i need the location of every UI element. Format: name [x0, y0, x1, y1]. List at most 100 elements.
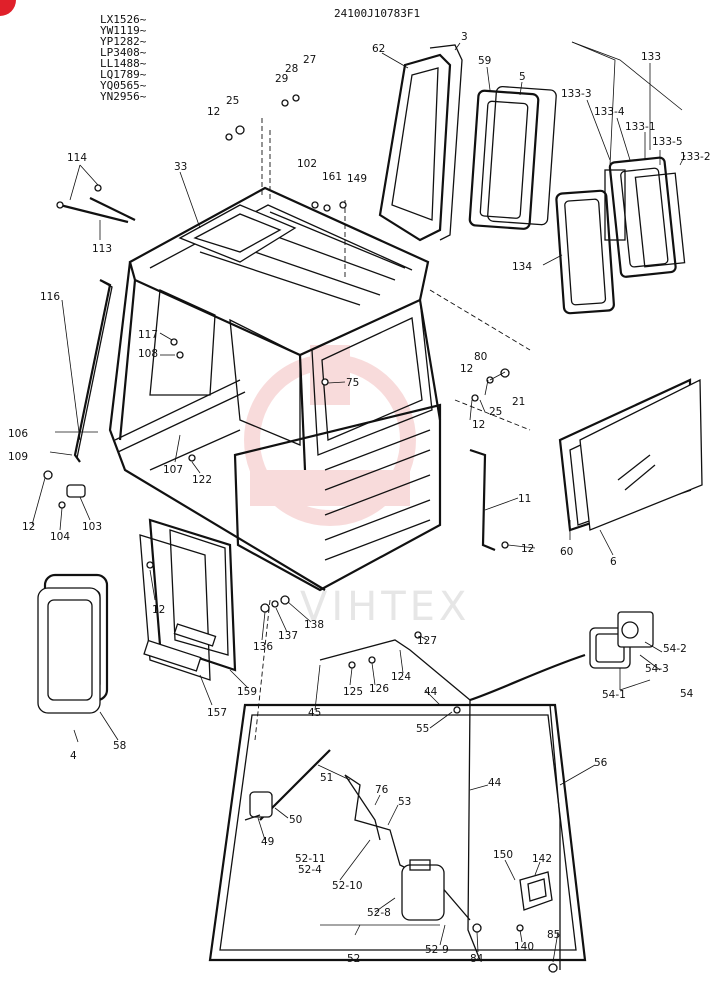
sliding-window-133	[604, 156, 686, 278]
hand-rail-116-inner	[76, 281, 113, 459]
callout-29: 29	[275, 73, 288, 85]
callout-49: 49	[261, 836, 274, 848]
callout-150: 150	[493, 849, 513, 861]
callout-159: 159	[237, 686, 257, 698]
serial-6: LQ1789~	[100, 68, 147, 81]
callout-12-pipe: 12	[521, 543, 534, 555]
door-glass-58	[37, 573, 109, 714]
callout-133-1: 133-1	[625, 121, 656, 133]
callout-55: 55	[416, 723, 429, 735]
callout-117: 117	[138, 329, 158, 341]
callout-54-1: 54-1	[602, 689, 626, 701]
callout-21: 21	[512, 396, 525, 408]
serial-1: LX1526~	[100, 13, 147, 26]
serial-3: YP1282~	[100, 35, 147, 48]
callout-54-2: 54-2	[663, 643, 687, 655]
callout-56: 56	[594, 757, 608, 769]
callout-12-rt1: 12	[460, 363, 473, 375]
callout-50: 50	[289, 814, 302, 826]
callout-126: 126	[369, 683, 389, 695]
guide-lines	[254, 118, 531, 741]
callout-133-4: 133-4	[594, 106, 625, 118]
callout-58: 58	[113, 740, 126, 752]
callout-12-left: 12	[22, 521, 35, 533]
serial-2: YW1119~	[100, 24, 147, 37]
callout-136: 136	[253, 641, 273, 653]
callout-51: 51	[320, 772, 333, 784]
serial-8: YN2956~	[100, 90, 147, 103]
callout-5: 5	[519, 71, 526, 83]
corner-badge	[0, 0, 16, 16]
pipe-11	[469, 448, 496, 552]
front-window-frame	[208, 703, 587, 962]
callout-134: 134	[512, 261, 532, 273]
watermark-logo	[244, 345, 416, 526]
callout-116: 116	[40, 291, 60, 303]
callout-85: 85	[547, 929, 560, 941]
callout-12-rt2: 12	[472, 419, 485, 431]
callout-52: 52	[347, 953, 360, 965]
callout-44-lower: 44	[488, 777, 502, 789]
callout-84: 84	[470, 953, 484, 965]
callout-133-5: 133-5	[652, 136, 683, 148]
callout-44-upper: 44	[424, 686, 438, 698]
callout-108: 108	[138, 348, 158, 360]
callout-4: 4	[70, 750, 77, 762]
callout-124: 124	[391, 671, 411, 683]
callout-3: 3	[461, 31, 468, 43]
side-glass-60	[558, 378, 703, 532]
wiper-assembly	[244, 749, 471, 921]
callout-52-4: 52-4	[298, 864, 322, 876]
callout-60: 60	[560, 546, 573, 558]
callout-45: 45	[308, 707, 321, 719]
switch-box-142	[519, 871, 553, 911]
callout-11: 11	[518, 493, 531, 505]
callout-59: 59	[478, 55, 491, 67]
callout-52-11: 52-11	[295, 853, 326, 865]
callout-6: 6	[610, 556, 617, 568]
serial-4: LP3408~	[100, 46, 147, 59]
window-seal-59	[468, 85, 557, 230]
callout-133: 133	[641, 51, 661, 63]
callout-161: 161	[322, 171, 342, 183]
callout-122: 122	[192, 474, 212, 486]
callout-80: 80	[474, 351, 487, 363]
callout-142: 142	[532, 853, 552, 865]
callout-62: 62	[372, 43, 385, 55]
callout-25-top: 25	[226, 95, 239, 107]
callout-53: 53	[398, 796, 411, 808]
serial-list: LX1526~ YW1119~ YP1282~ LP3408~ LL1488~ …	[100, 13, 147, 103]
work-lamp-54	[589, 611, 654, 669]
callout-76: 76	[375, 784, 389, 796]
callout-106: 106	[8, 428, 28, 440]
callout-52-10: 52-10	[332, 880, 363, 892]
callout-137: 137	[278, 630, 298, 642]
cab-frame	[108, 186, 442, 592]
callout-25-right: 25	[489, 406, 502, 418]
callout-133-2: 133-2	[680, 151, 711, 163]
callout-127: 127	[417, 635, 437, 647]
callout-54-3: 54-3	[645, 663, 669, 675]
window-seal-134	[555, 189, 615, 315]
callout-138: 138	[304, 619, 324, 631]
leader-lines	[31, 41, 686, 963]
callout-114: 114	[67, 152, 87, 164]
callout-107: 107	[163, 464, 183, 476]
callout-102: 102	[297, 158, 317, 170]
serial-5: LL1488~	[100, 57, 147, 70]
hardware-bolts	[43, 94, 558, 973]
callout-125: 125	[343, 686, 363, 698]
gas-spring-113	[56, 184, 136, 224]
door-glass-62	[378, 44, 463, 242]
callout-149: 149	[347, 173, 367, 185]
callout-54: 54	[680, 688, 694, 700]
callout-33: 33	[174, 161, 187, 173]
callout-140: 140	[514, 941, 534, 953]
callout-75: 75	[346, 377, 359, 389]
serial-7: YQ0565~	[100, 79, 147, 92]
callout-12-top: 12	[207, 106, 220, 118]
watermark-text: VIHTEX	[300, 584, 470, 630]
callout-109: 109	[8, 451, 28, 463]
